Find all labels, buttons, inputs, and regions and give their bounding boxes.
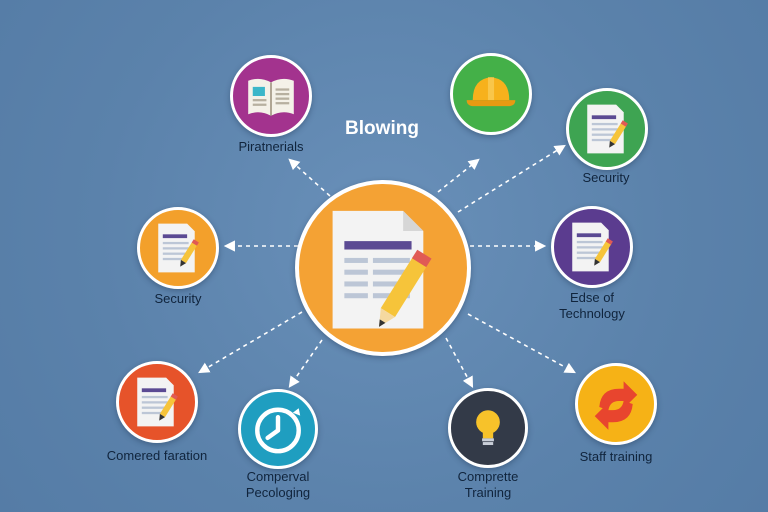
connector-arrow [457, 144, 566, 213]
node-comprette-training[interactable] [448, 388, 528, 468]
document-pencil-icon [137, 377, 178, 427]
node-label: Comered faration [106, 448, 208, 463]
hard-hat-icon [466, 77, 516, 107]
node-staff-training[interactable] [575, 363, 657, 445]
light-bulb-icon [476, 410, 500, 446]
connector-arrow [288, 339, 323, 388]
connector-arrow [288, 158, 331, 197]
center-node[interactable] [295, 180, 471, 356]
node-label: Edse of Technology [559, 290, 625, 321]
document-pencil-icon [587, 104, 628, 154]
node-piratnerials[interactable] [230, 55, 312, 137]
node-hard-hat[interactable] [450, 53, 532, 135]
node-label: Security [154, 291, 202, 306]
node-comperval-pecologing[interactable] [238, 389, 318, 469]
connector-arrow [198, 311, 303, 374]
diagram-title: Blowing [345, 118, 419, 139]
book-icon [248, 78, 294, 116]
refresh-arrow-icon [594, 381, 638, 430]
document-pencil-icon [332, 210, 432, 329]
node-security-left[interactable] [137, 207, 219, 289]
connector-arrow [467, 313, 576, 374]
document-pencil-icon [572, 222, 613, 272]
node-label: Piratnerials [238, 139, 304, 154]
node-edge-of-technology[interactable] [551, 206, 633, 288]
clock-icon [255, 407, 301, 454]
node-label: Comperval Pecologing [245, 469, 311, 500]
document-pencil-icon [158, 223, 199, 273]
node-label: Security [582, 170, 630, 185]
connector-arrow [445, 337, 474, 388]
connector-arrow [437, 158, 480, 193]
node-comered-faration[interactable] [116, 361, 198, 443]
node-security-right[interactable] [566, 88, 648, 170]
node-label: Staff training [579, 449, 653, 464]
node-label: Comprette Training [457, 469, 519, 500]
